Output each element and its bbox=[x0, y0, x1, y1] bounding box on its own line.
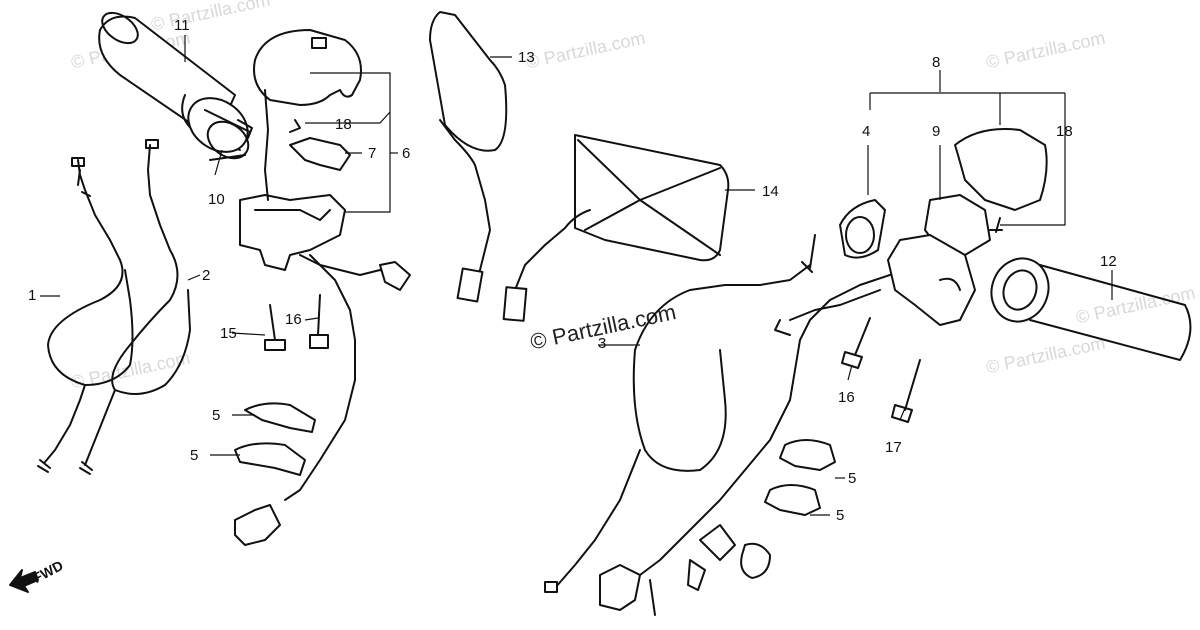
callout-5: 5 bbox=[212, 407, 221, 424]
callout-12: 12 bbox=[1100, 253, 1117, 270]
callout-5: 5 bbox=[190, 447, 199, 464]
callout-18: 18 bbox=[1056, 123, 1073, 140]
right-grip-part bbox=[990, 257, 1192, 361]
bolt-part bbox=[264, 294, 329, 351]
callout-5: 5 bbox=[848, 470, 857, 487]
callout-14: 14 bbox=[762, 183, 779, 200]
callout-13: 13 bbox=[518, 49, 535, 66]
throttle-cable-part bbox=[79, 139, 191, 475]
callout-17: 17 bbox=[885, 439, 902, 456]
leader-lines bbox=[40, 35, 1113, 516]
throttle-grip-part bbox=[98, 11, 253, 161]
callout-6: 6 bbox=[402, 145, 411, 162]
fwd-arrow bbox=[9, 569, 39, 593]
callout-18: 18 bbox=[335, 116, 352, 133]
callout-2: 2 bbox=[202, 267, 211, 284]
callout-9: 9 bbox=[932, 123, 941, 140]
callout-8: 8 bbox=[932, 54, 941, 71]
callout-7: 7 bbox=[368, 145, 377, 162]
right-switch-housing-part bbox=[887, 128, 1048, 326]
callout-4: 4 bbox=[862, 123, 871, 140]
callout-1: 1 bbox=[28, 287, 37, 304]
clamp-part bbox=[764, 439, 836, 516]
callout-16: 16 bbox=[838, 389, 855, 406]
callout-10: 10 bbox=[208, 191, 225, 208]
left-mirror-part bbox=[429, 11, 508, 303]
left-switch-housing-part bbox=[253, 29, 362, 171]
callout-15: 15 bbox=[220, 325, 237, 342]
callout-3: 3 bbox=[598, 335, 607, 352]
callout-16: 16 bbox=[285, 311, 302, 328]
right-cable-harness-part bbox=[544, 234, 891, 616]
left-switch-housing-lower-part bbox=[234, 89, 411, 546]
bolt-part bbox=[841, 217, 1003, 423]
right-mirror-part bbox=[502, 134, 730, 322]
callout-5: 5 bbox=[836, 507, 845, 524]
lever-part bbox=[839, 199, 886, 259]
callout-11: 11 bbox=[174, 17, 190, 34]
throttle-cable-part bbox=[37, 157, 134, 473]
clamp-part bbox=[234, 402, 316, 476]
